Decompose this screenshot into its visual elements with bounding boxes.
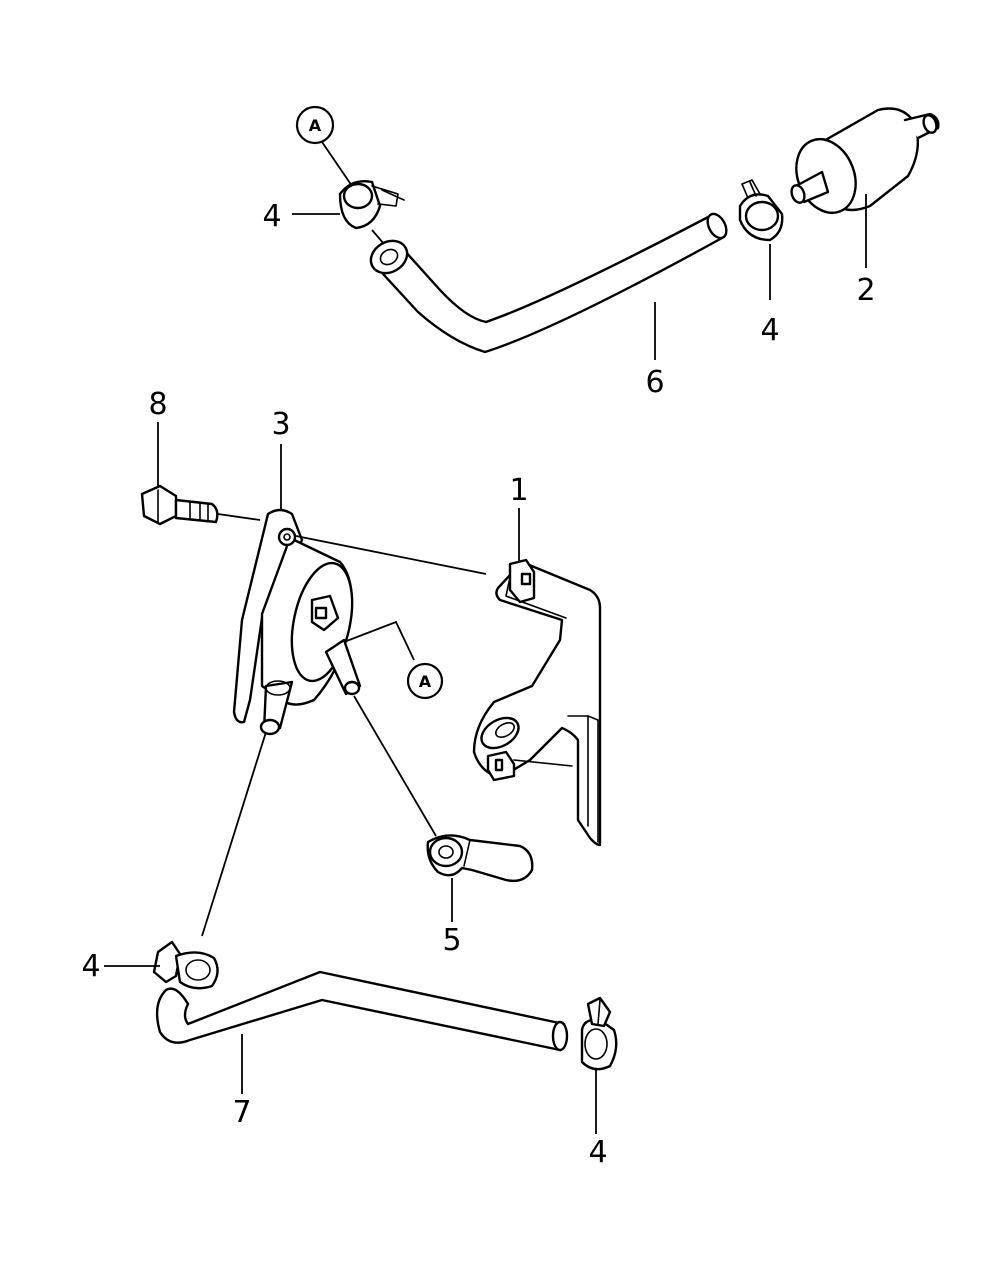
- callout-4-top-left: 4: [262, 199, 281, 234]
- callout-4-bottom-left: 4: [81, 949, 100, 984]
- fuel-filter-2: [790, 107, 940, 214]
- ref-a-middle: A: [406, 662, 444, 700]
- callout-6: 6: [645, 365, 664, 400]
- callout-5: 5: [442, 923, 461, 958]
- callout-4-bottom-right: 4: [588, 1135, 607, 1170]
- callout-3: 3: [271, 407, 290, 442]
- ref-a-middle-label: A: [419, 672, 432, 691]
- callout-2: 2: [856, 273, 875, 308]
- callout-7: 7: [232, 1095, 251, 1130]
- hose-clamp-top-left: [338, 180, 405, 230]
- hose-clamp-bottom-right: [580, 996, 618, 1071]
- hose-5: [426, 834, 534, 883]
- callout-numbers: 4 2 4 6 8 3 1 5 4 7 4: [81, 199, 875, 1170]
- ref-a-top-label: A: [309, 116, 322, 135]
- fuel-pump-3: [232, 508, 362, 736]
- ref-a-top: A: [295, 105, 335, 145]
- callout-1: 1: [509, 473, 528, 508]
- bolt-8: [140, 484, 219, 526]
- callout-4-top-right: 4: [760, 313, 779, 348]
- callout-8: 8: [148, 387, 167, 422]
- fuel-hose-7: [155, 970, 569, 1052]
- leader-lines: [104, 141, 867, 1134]
- hose-clamp-bottom-left: [152, 940, 219, 990]
- mounting-bracket-1: [472, 558, 602, 847]
- hose-clamp-top-right: [738, 179, 784, 242]
- fuel-hose-6: [369, 212, 728, 354]
